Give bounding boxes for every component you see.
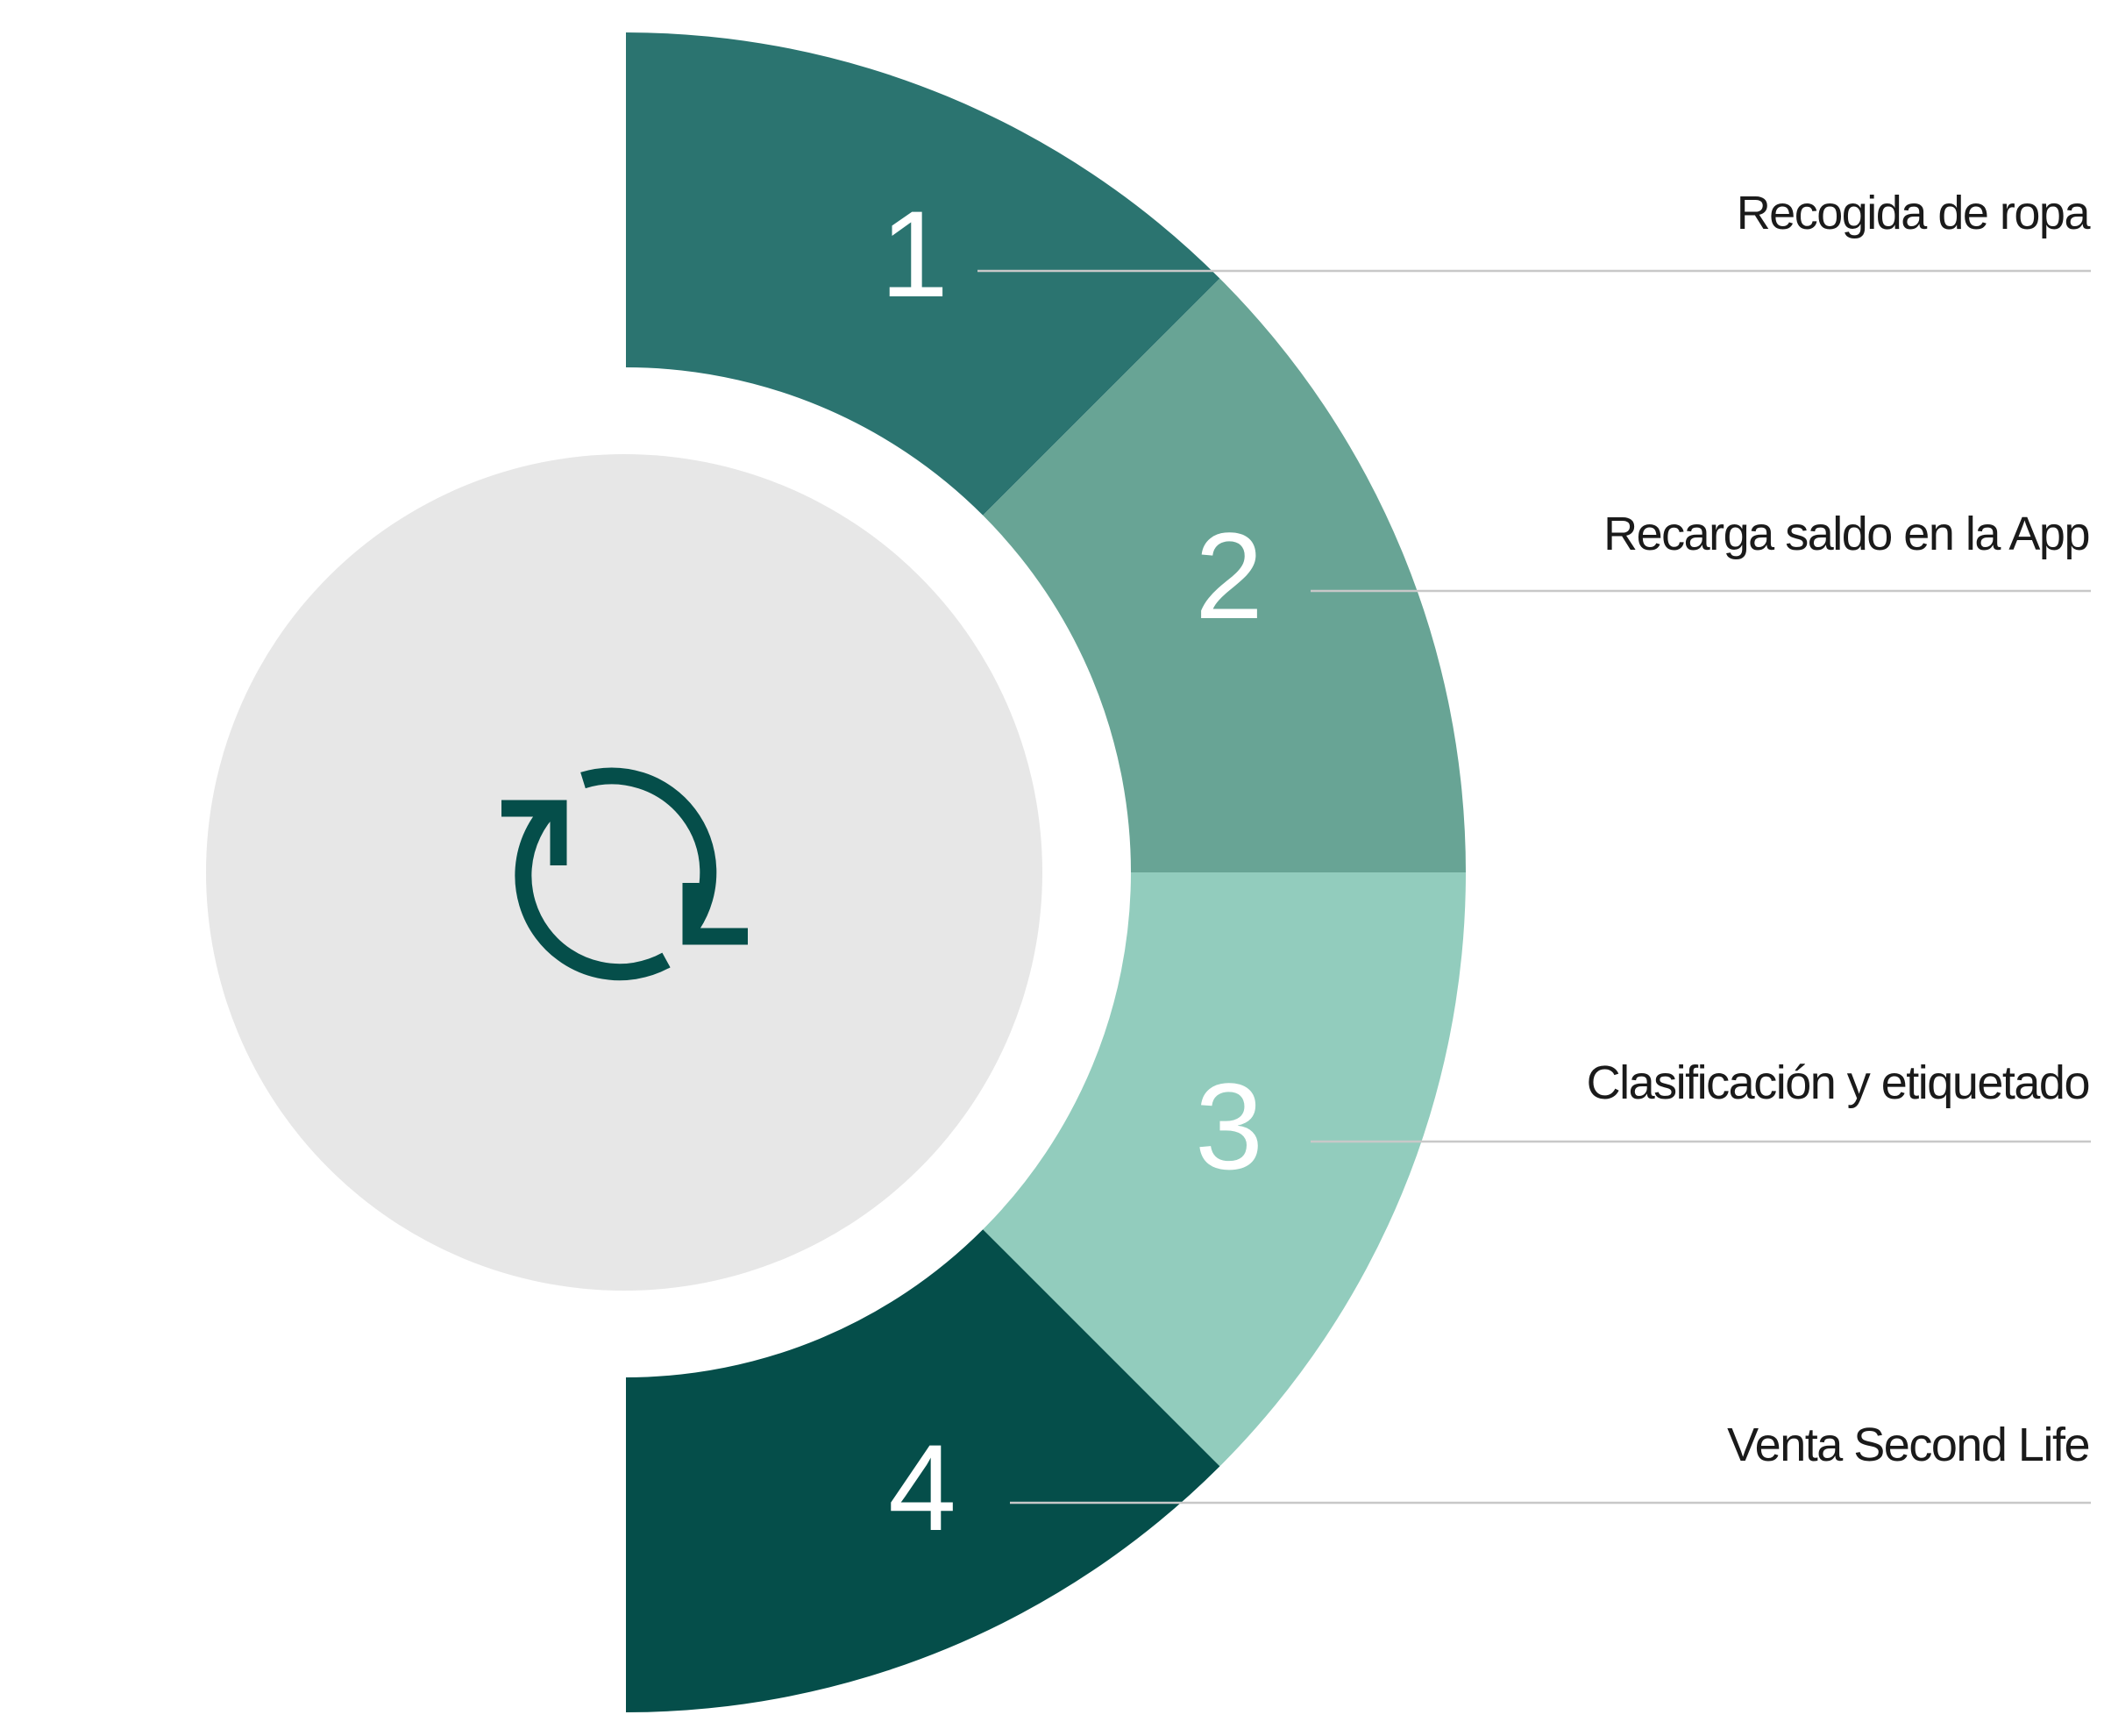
step-number-3: 3 xyxy=(1195,1057,1263,1195)
segment-1 xyxy=(626,32,1220,516)
step-label-1: Recogida de ropa xyxy=(1737,187,2092,239)
refresh-cycle-icon xyxy=(501,767,748,981)
step-label-3: Clasificación y etiquetado xyxy=(1587,1057,2089,1109)
step-number-2: 2 xyxy=(1195,507,1263,644)
step-number-1: 1 xyxy=(880,185,949,323)
center-disc xyxy=(206,454,1042,1291)
segment-4 xyxy=(626,1229,1220,1712)
step-label-2: Recarga saldo en la App xyxy=(1603,508,2089,560)
step-label-4: Venta Second Life xyxy=(1727,1419,2089,1471)
segment-2 xyxy=(983,278,1466,873)
step-number-4: 4 xyxy=(888,1419,956,1556)
segment-3 xyxy=(983,872,1466,1467)
